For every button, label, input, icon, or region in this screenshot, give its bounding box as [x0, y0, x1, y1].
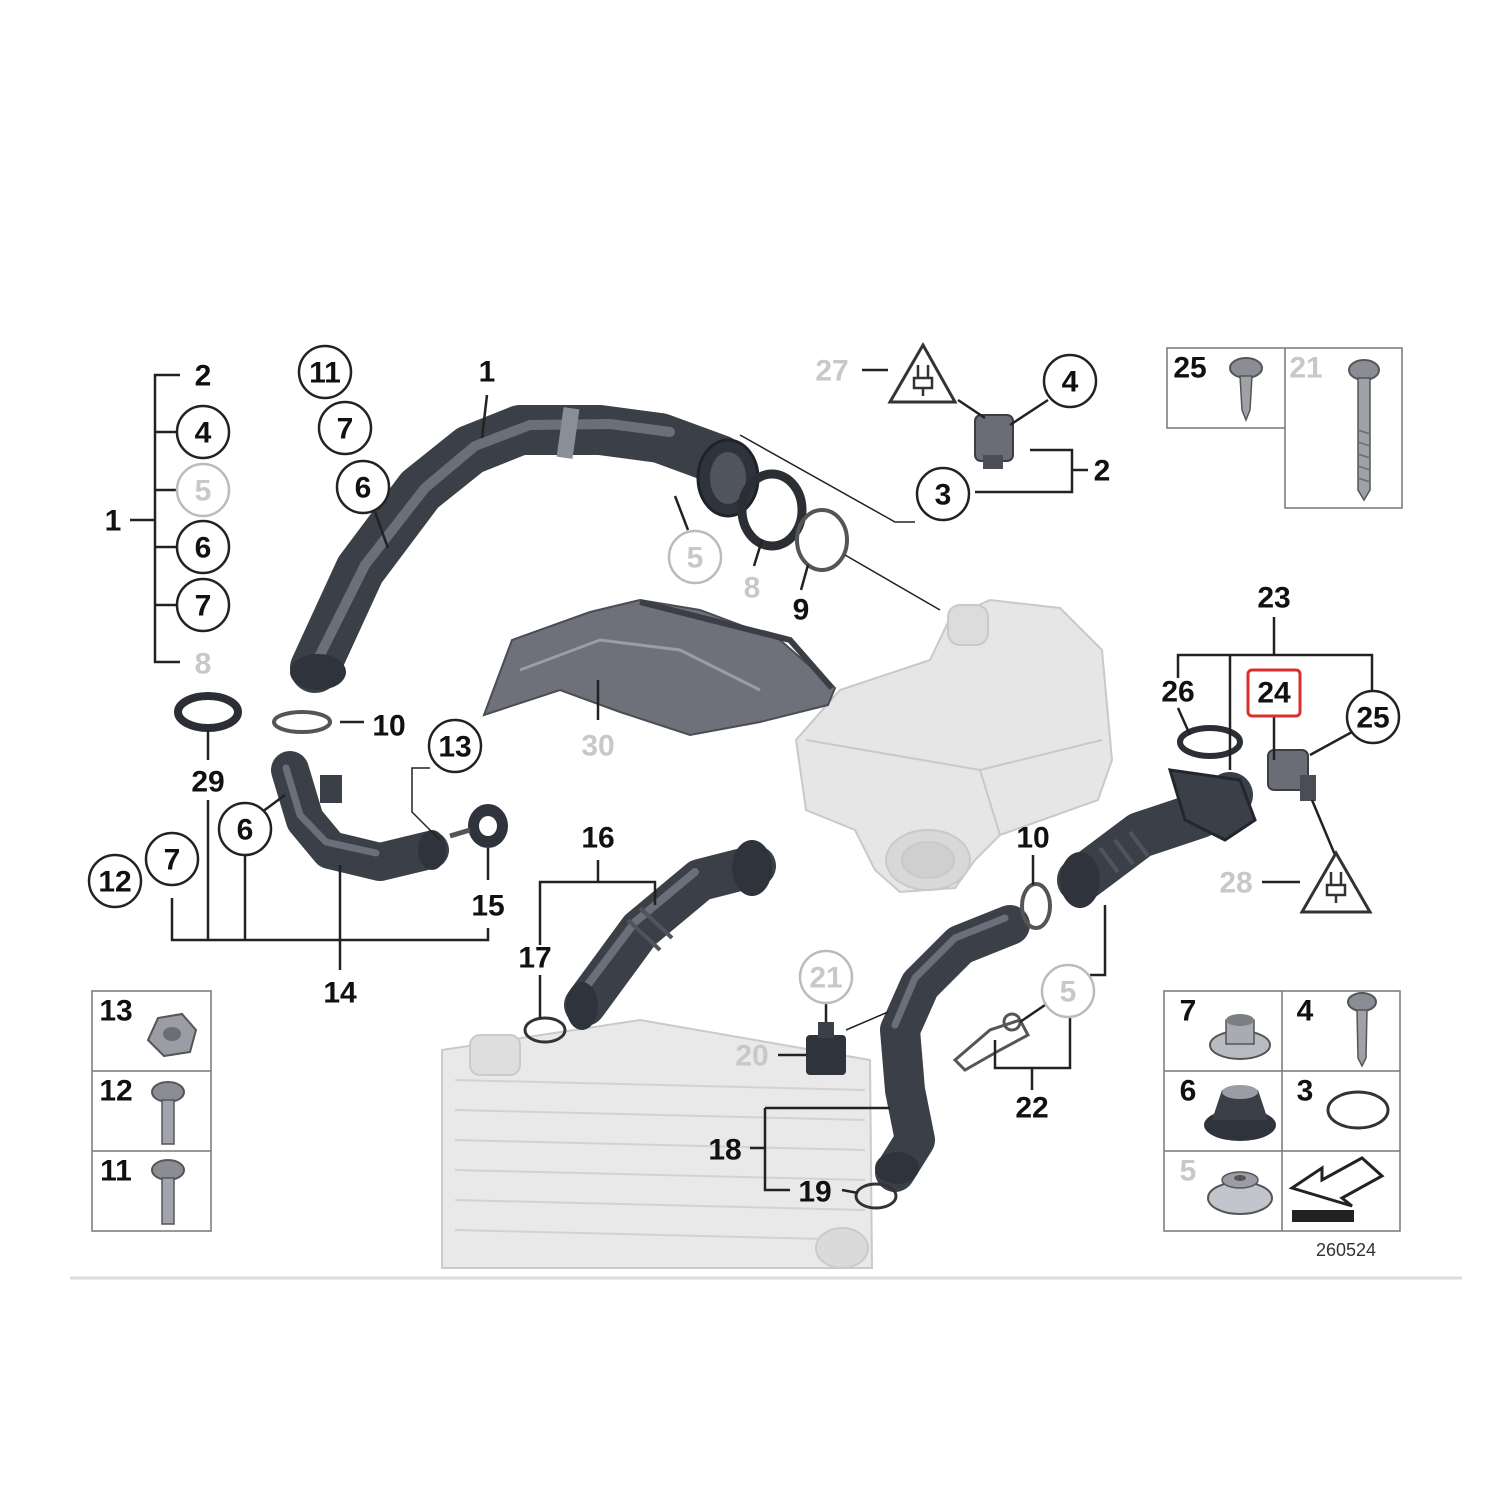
- label-30: 30: [581, 730, 614, 763]
- label-6-top: 6: [355, 472, 372, 505]
- clamp-10-right: [1020, 882, 1052, 930]
- clamp-9: [795, 508, 849, 572]
- label-26: 26: [1161, 676, 1194, 709]
- label-left-6: 6: [195, 532, 212, 565]
- box-label-12: 12: [99, 1075, 132, 1108]
- label-left-4: 4: [195, 417, 212, 450]
- label-12: 12: [98, 866, 131, 899]
- label-11: 11: [309, 357, 341, 390]
- label-13: 13: [438, 731, 471, 764]
- warning-triangle-27-icon: [887, 341, 958, 404]
- flange-bolt-icon: [151, 1159, 185, 1225]
- label-6-bottom: 6: [237, 814, 254, 847]
- label-left-1: 1: [105, 505, 122, 538]
- label-7-bottom: 7: [164, 844, 181, 877]
- fastener-box-bottom-left: 13 12 11: [91, 990, 212, 1232]
- box-label-21: 21: [1289, 352, 1322, 385]
- seal-ring-26: [1177, 725, 1243, 759]
- label-8-mid: 8: [744, 572, 761, 605]
- box-label-13: 13: [99, 995, 132, 1028]
- box-label-4: 4: [1297, 995, 1314, 1028]
- warning-triangle-28-icon: [1299, 849, 1373, 914]
- pressure-sensor-right: [1267, 749, 1316, 801]
- label-29: 29: [191, 766, 224, 799]
- screw-icon: [1347, 992, 1377, 1068]
- fastener-box-top-right: 25 21: [1166, 347, 1403, 509]
- charge-air-pipe-23: [1057, 768, 1257, 908]
- direction-arrow-icon: [1288, 1156, 1385, 1222]
- grommet-15: [449, 804, 508, 848]
- long-screw-icon: [1348, 359, 1380, 502]
- pressure-sensor-top: [974, 414, 1014, 469]
- label-24: 24: [1257, 677, 1291, 710]
- label-5-bottom: 5: [1060, 976, 1077, 1009]
- o-ring-19: [854, 1182, 898, 1210]
- box-label-5: 5: [1180, 1155, 1197, 1188]
- intercooler: [441, 1018, 874, 1269]
- label-25-right: 25: [1356, 702, 1389, 735]
- air-filter-housing: [794, 598, 1114, 894]
- label-2-right: 2: [1094, 455, 1111, 488]
- seal-ring-8: [737, 469, 807, 551]
- heat-shield-part-30: [482, 598, 837, 737]
- box-label-7: 7: [1180, 995, 1197, 1028]
- fastener-box-bottom-right: 7 4 6 3 5: [1163, 990, 1401, 1232]
- self-tapping-screw-icon: [1229, 357, 1263, 423]
- label-10-left: 10: [372, 710, 405, 743]
- label-20: 20: [735, 1040, 768, 1073]
- label-3-right: 3: [935, 479, 952, 512]
- label-7-top: 7: [337, 413, 354, 446]
- label-18: 18: [708, 1134, 741, 1167]
- charge-air-pipe-16: [564, 840, 776, 1030]
- label-22: 22: [1015, 1092, 1048, 1125]
- box-label-3: 3: [1297, 1075, 1314, 1108]
- label-17: 17: [518, 942, 551, 975]
- label-left-8: 8: [195, 648, 212, 681]
- bushing-icon: [1209, 1014, 1271, 1060]
- label-4-right: 4: [1062, 366, 1079, 399]
- callout-labels: 2 4 5 1 6 7 8 11 7 6 1 27 4 3 2 5 8 9 30…: [98, 355, 1389, 1209]
- seal-ring-29: [174, 692, 242, 732]
- o-ring-17: [523, 1016, 567, 1044]
- bracket-22: [952, 1012, 1031, 1072]
- label-9: 9: [793, 594, 810, 627]
- highlight-box-24: [1246, 668, 1302, 718]
- o-ring-icon: [1326, 1090, 1390, 1130]
- label-27: 27: [815, 355, 848, 388]
- box-label-6: 6: [1180, 1075, 1197, 1108]
- mount-icon: [1207, 1171, 1273, 1215]
- label-5-mid: 5: [687, 542, 704, 575]
- label-16: 16: [581, 822, 614, 855]
- label-left-7: 7: [195, 590, 212, 623]
- damper-20: [806, 1022, 846, 1075]
- label-left-2: 2: [195, 360, 212, 393]
- callout-circles: [87, 344, 1401, 1019]
- label-14: 14: [323, 977, 357, 1010]
- charge-air-pipe-18: [875, 905, 1030, 1192]
- label-left-5: 5: [195, 475, 212, 508]
- charge-air-pipe-14: [271, 751, 449, 881]
- label-23: 23: [1257, 582, 1290, 615]
- label-15: 15: [471, 890, 504, 923]
- label-21-mid: 21: [809, 962, 842, 995]
- rubber-grommet-icon: [1204, 1085, 1276, 1141]
- box-label-11: 11: [100, 1155, 132, 1188]
- box-label-25: 25: [1173, 352, 1206, 385]
- hex-nut-icon: [146, 1012, 198, 1058]
- label-19: 19: [798, 1176, 831, 1209]
- clamp-10: [272, 710, 332, 734]
- diagram-number: 260524: [1316, 1240, 1376, 1260]
- label-28: 28: [1219, 867, 1252, 900]
- leader-lines: [130, 368, 1374, 1195]
- hex-bolt-icon: [151, 1081, 185, 1145]
- label-1-top: 1: [479, 356, 496, 389]
- label-10-right: 10: [1016, 822, 1049, 855]
